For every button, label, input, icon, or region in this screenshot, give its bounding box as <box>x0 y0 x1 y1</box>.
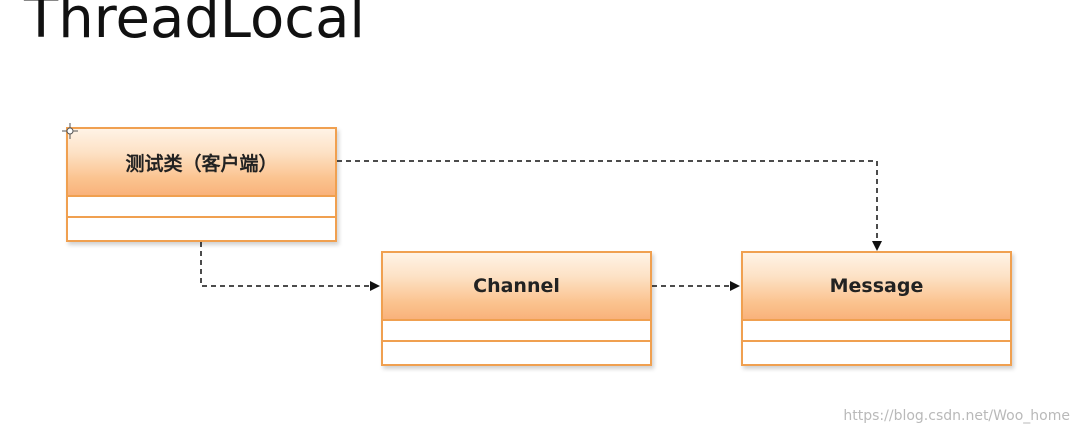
class-name-message: Message <box>743 253 1010 321</box>
class-methods-message <box>743 342 1010 363</box>
watermark-text: https://blog.csdn.net/Woo_home <box>843 408 1070 424</box>
class-methods-client <box>68 218 335 239</box>
dependency-client-to-message <box>337 160 882 251</box>
class-methods-channel <box>383 342 650 363</box>
class-name-channel: Channel <box>383 253 650 321</box>
dependency-client-to-channel <box>200 242 380 291</box>
class-box-channel[interactable]: Channel <box>381 251 652 366</box>
class-box-client[interactable]: 测试类（客户端） <box>66 127 337 242</box>
class-attributes-message <box>743 321 1010 342</box>
class-box-message[interactable]: Message <box>741 251 1012 366</box>
class-attributes-client <box>68 197 335 218</box>
slide-title: ThreadLocal <box>24 0 365 51</box>
crosshair-cursor-icon <box>62 123 78 139</box>
class-name-client: 测试类（客户端） <box>68 129 335 197</box>
class-attributes-channel <box>383 321 650 342</box>
